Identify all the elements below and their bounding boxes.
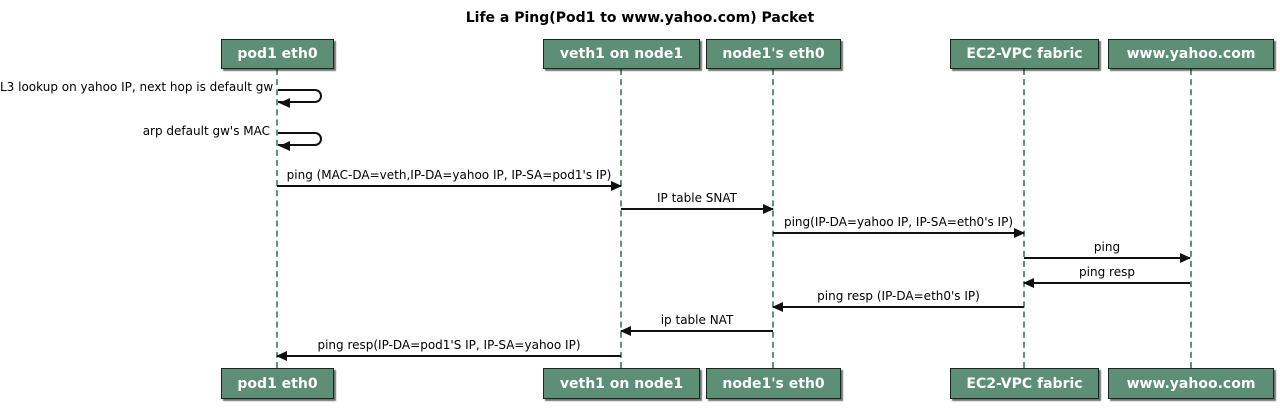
arrowhead-left-icon xyxy=(279,98,290,108)
message-line xyxy=(277,185,621,187)
lifeline-veth1-on-node1 xyxy=(620,69,622,368)
message-label: ping (MAC-DA=veth,IP-DA=yahoo IP, IP-SA=… xyxy=(286,168,612,182)
lifeline-pod1-eth0 xyxy=(276,69,278,368)
participant-bottom-veth1-on-node1: veth1 on node1 xyxy=(543,368,700,399)
message-ping-resp-to-eth0: ping resp (IP-DA=eth0's IP) xyxy=(772,289,1024,312)
message-line xyxy=(773,306,1024,308)
arrowhead-left-icon xyxy=(1023,278,1034,288)
self-message-label-arp: arp default gw's MAC xyxy=(142,124,270,138)
message-label: ping xyxy=(1093,240,1121,254)
participant-bottom-pod1-eth0: pod1 eth0 xyxy=(221,368,334,399)
arrowhead-right-icon xyxy=(1014,228,1025,238)
message-label: ping resp(IP-DA=pod1'S IP, IP-SA=yahoo I… xyxy=(317,338,581,352)
participant-top-ec2-vpc-fabric: EC2-VPC fabric xyxy=(950,39,1099,69)
arrowhead-left-icon xyxy=(772,302,783,312)
arrowhead-right-icon xyxy=(763,204,774,214)
participant-top-veth1-on-node1: veth1 on node1 xyxy=(543,39,700,69)
arrowhead-right-icon xyxy=(1180,253,1191,263)
self-message-loop-arrow xyxy=(278,132,322,146)
arrowhead-left-icon xyxy=(279,141,290,151)
message-label: ping resp xyxy=(1079,265,1135,279)
message-line xyxy=(621,208,773,210)
participant-bottom-www-yahoo-com: www.yahoo.com xyxy=(1108,368,1274,399)
message-line xyxy=(1024,282,1190,284)
message-label: ping resp (IP-DA=eth0's IP) xyxy=(817,289,980,303)
message-ping-to-fabric: ping(IP-DA=yahoo IP, IP-SA=eth0's IP) xyxy=(773,215,1025,238)
diagram-title: Life a Ping(Pod1 to www.yahoo.com) Packe… xyxy=(465,10,815,26)
participant-bottom-ec2-vpc-fabric: EC2-VPC fabric xyxy=(950,368,1099,399)
participant-top-www-yahoo-com: www.yahoo.com xyxy=(1108,39,1274,69)
arrowhead-left-icon xyxy=(620,326,631,336)
self-message-label-l3-lookup: L3 lookup on yahoo IP, next hop is defau… xyxy=(0,80,274,94)
message-line xyxy=(773,232,1024,234)
message-label: IP table SNAT xyxy=(657,191,737,205)
participant-top-node1s-eth0: node1's eth0 xyxy=(706,39,841,69)
participant-bottom-node1s-eth0: node1's eth0 xyxy=(706,368,841,399)
message-label: ip table NAT xyxy=(660,313,734,327)
lifeline-www-yahoo-com xyxy=(1190,69,1192,368)
message-ip-table-nat: ip table NAT xyxy=(620,313,773,336)
message-line xyxy=(277,355,621,357)
message-ping-resp: ping resp xyxy=(1023,265,1190,288)
lifeline-node1s-eth0 xyxy=(772,69,774,368)
message-line xyxy=(1024,257,1190,259)
arrowhead-right-icon xyxy=(611,181,622,191)
lifeline-ec2-vpc-fabric xyxy=(1023,69,1025,368)
message-ping-to-veth: ping (MAC-DA=veth,IP-DA=yahoo IP, IP-SA=… xyxy=(277,168,622,191)
message-line xyxy=(621,330,773,332)
message-ping-resp-to-pod1: ping resp(IP-DA=pod1'S IP, IP-SA=yahoo I… xyxy=(276,338,621,361)
message-ip-table-snat: IP table SNAT xyxy=(621,191,774,214)
participant-top-pod1-eth0: pod1 eth0 xyxy=(221,39,334,69)
self-message-loop-arrow xyxy=(278,89,322,103)
arrowhead-left-icon xyxy=(276,351,287,361)
message-label: ping(IP-DA=yahoo IP, IP-SA=eth0's IP) xyxy=(783,215,1014,229)
message-ping: ping xyxy=(1024,240,1191,263)
